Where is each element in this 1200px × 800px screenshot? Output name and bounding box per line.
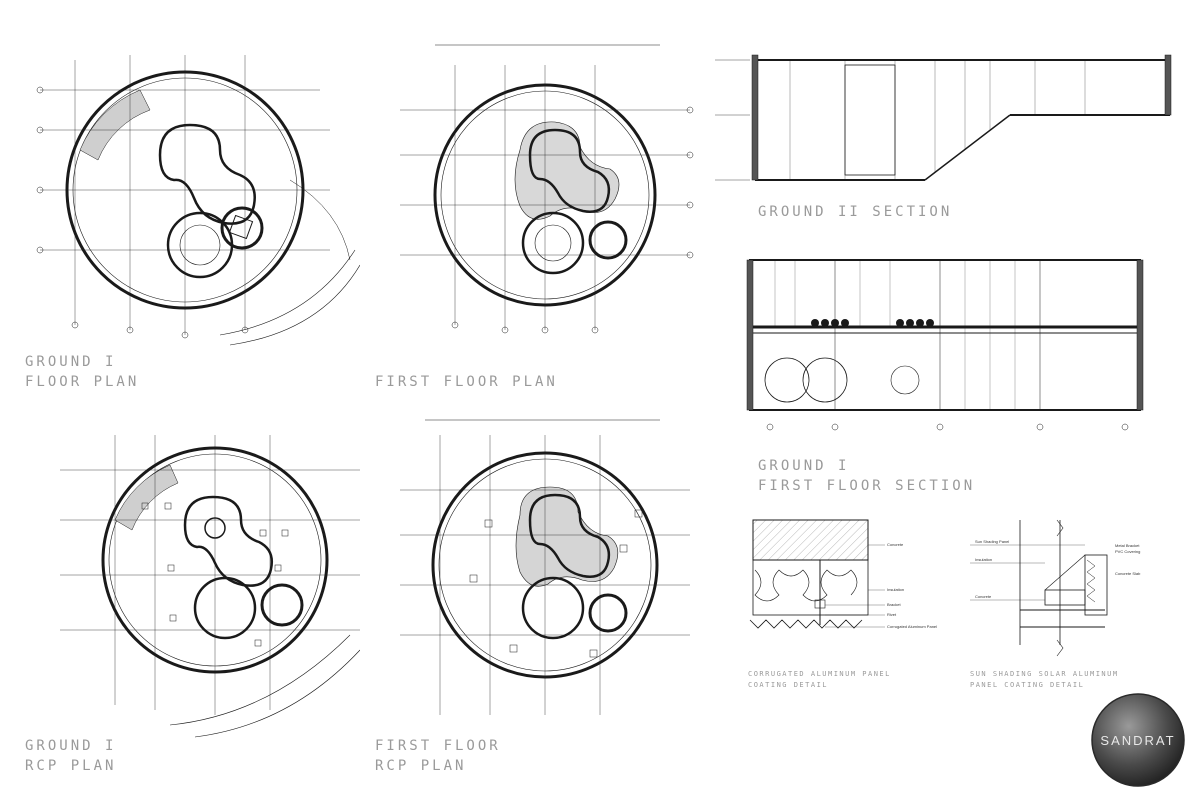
corrugated-panel-detail: Concrete Insulation Bracket Rivet Corrug…	[745, 515, 945, 665]
caption-line: GROUND I	[25, 738, 117, 754]
caption-line: GROUND I	[25, 354, 117, 370]
detail-label-metal-bracket: Metal Bracket	[1115, 543, 1140, 548]
detail-label-concrete: Concrete	[975, 594, 992, 599]
ground-floor-plan	[20, 40, 361, 360]
caption-ground-floor-plan: GROUND I FLOOR PLAN	[25, 352, 139, 392]
ground-rcp-plan-drawing	[60, 435, 365, 738]
detail-label-bracket: Bracket	[887, 602, 901, 607]
detail-label-concrete: Concrete	[887, 542, 904, 547]
caption-first-floor-section: GROUND I FIRST FLOOR SECTION	[758, 456, 975, 496]
caption-line: FLOOR PLAN	[25, 374, 140, 390]
first-floor-plan-drawing	[400, 44, 694, 334]
detail-label-insulation: Insulation	[887, 587, 904, 592]
detail-label-concrete-slab: Concrete Slab	[1115, 571, 1141, 576]
first-floor-rcp-plan	[370, 415, 700, 735]
caption-line: RCP PLAN	[375, 758, 467, 774]
caption-first-floor-plan: FIRST FLOOR PLAN	[375, 372, 558, 392]
detail-label-pvc-covering: PVC Covering	[1115, 549, 1140, 554]
caption-line: FIRST FLOOR PLAN	[375, 374, 558, 390]
first-floor-section-drawing	[746, 259, 1144, 431]
logo-text: SANDRAT	[1100, 733, 1175, 748]
ground-section	[705, 40, 1185, 200]
ground-rcp-plan	[20, 425, 365, 745]
caption-first-floor-rcp-plan: FIRST FLOOR RCP PLAN	[375, 736, 501, 776]
logo-emblem: SANDRAT	[1091, 693, 1185, 787]
caption-line: SUN SHADING SOLAR ALUMINUM	[970, 670, 1119, 678]
caption-line: GROUND I	[758, 458, 850, 474]
detail-label-insulation: Insulation	[975, 557, 992, 562]
caption-line: RCP PLAN	[25, 758, 117, 774]
caption-corrugated-detail: CORRUGATED ALUMINUM PANEL COATING DETAIL	[748, 669, 891, 691]
sun-shading-detail: Sun Shading Panel Metal Bracket PVC Cove…	[965, 515, 1185, 665]
ground-section-drawing	[715, 54, 1172, 181]
caption-ground-section: GROUND II SECTION	[758, 202, 952, 222]
caption-line: COATING DETAIL	[748, 681, 829, 689]
corrugated-panel-detail-drawing: Concrete Insulation Bracket Rivet Corrug…	[749, 519, 937, 629]
caption-ground-rcp-plan: GROUND I RCP PLAN	[25, 736, 116, 776]
caption-line: FIRST FLOOR	[375, 738, 501, 754]
sun-shading-detail-drawing: Sun Shading Panel Metal Bracket PVC Cove…	[970, 519, 1141, 657]
caption-sun-shading-detail: SUN SHADING SOLAR ALUMINUM PANEL COATING…	[970, 669, 1119, 691]
ground-floor-plan-drawing	[36, 55, 361, 346]
detail-label-rivet: Rivet	[887, 612, 897, 617]
detail-label-corrugated-panel: Corrugated Aluminum Panel	[887, 624, 937, 629]
caption-line: PANEL COATING DETAIL	[970, 681, 1085, 689]
first-floor-section	[685, 235, 1185, 435]
caption-line: CORRUGATED ALUMINUM PANEL	[748, 670, 891, 678]
caption-line: FIRST FLOOR SECTION	[758, 478, 976, 494]
first-floor-rcp-plan-drawing	[400, 419, 690, 715]
first-floor-plan	[370, 40, 700, 360]
sandrat-logo: SANDRAT	[1088, 690, 1188, 790]
detail-label-sun-shading-panel: Sun Shading Panel	[975, 539, 1009, 544]
caption-line: GROUND II SECTION	[758, 204, 953, 220]
